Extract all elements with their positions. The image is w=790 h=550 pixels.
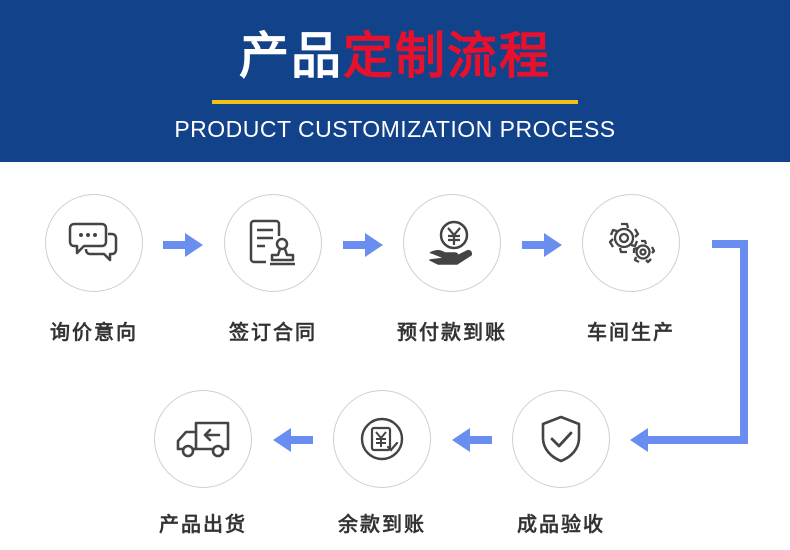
yen-document-icon xyxy=(360,417,404,461)
step-inquiry-circle xyxy=(45,194,143,292)
delivery-truck-icon xyxy=(176,421,230,458)
step-final-payment-circle xyxy=(333,390,431,488)
step-label: 车间生产 xyxy=(587,320,675,344)
step-label: 签订合同 xyxy=(229,320,317,344)
step-shipment-circle xyxy=(154,390,252,488)
shield-check-icon xyxy=(541,415,581,463)
step-label: 成品验收 xyxy=(517,512,605,536)
step-label: 询价意向 xyxy=(50,320,138,344)
arrow-right-icon xyxy=(343,233,383,257)
gears-icon xyxy=(608,222,656,264)
title-underline xyxy=(212,100,578,104)
chat-bubbles-icon xyxy=(68,222,118,262)
step-label: 产品出货 xyxy=(159,512,247,536)
page-title: 产品定制流程 xyxy=(239,27,551,85)
step-label: 预付款到账 xyxy=(397,320,507,344)
contract-stamp-icon xyxy=(249,219,295,266)
arrow-left-icon xyxy=(273,428,313,452)
header-banner: 产品定制流程 PRODUCT CUSTOMIZATION PROCESS xyxy=(0,0,790,162)
page-subtitle: PRODUCT CUSTOMIZATION PROCESS xyxy=(174,116,616,142)
step-prepayment-circle xyxy=(403,194,501,292)
step-inspection-circle xyxy=(512,390,610,488)
arrow-right-icon xyxy=(163,233,203,257)
arrow-left-icon xyxy=(452,428,492,452)
yen-coin-hand-icon xyxy=(429,220,473,265)
step-contract-circle xyxy=(224,194,322,292)
step-label: 余款到账 xyxy=(338,512,426,536)
arrow-right-icon xyxy=(522,233,562,257)
step-production-circle xyxy=(582,194,680,292)
